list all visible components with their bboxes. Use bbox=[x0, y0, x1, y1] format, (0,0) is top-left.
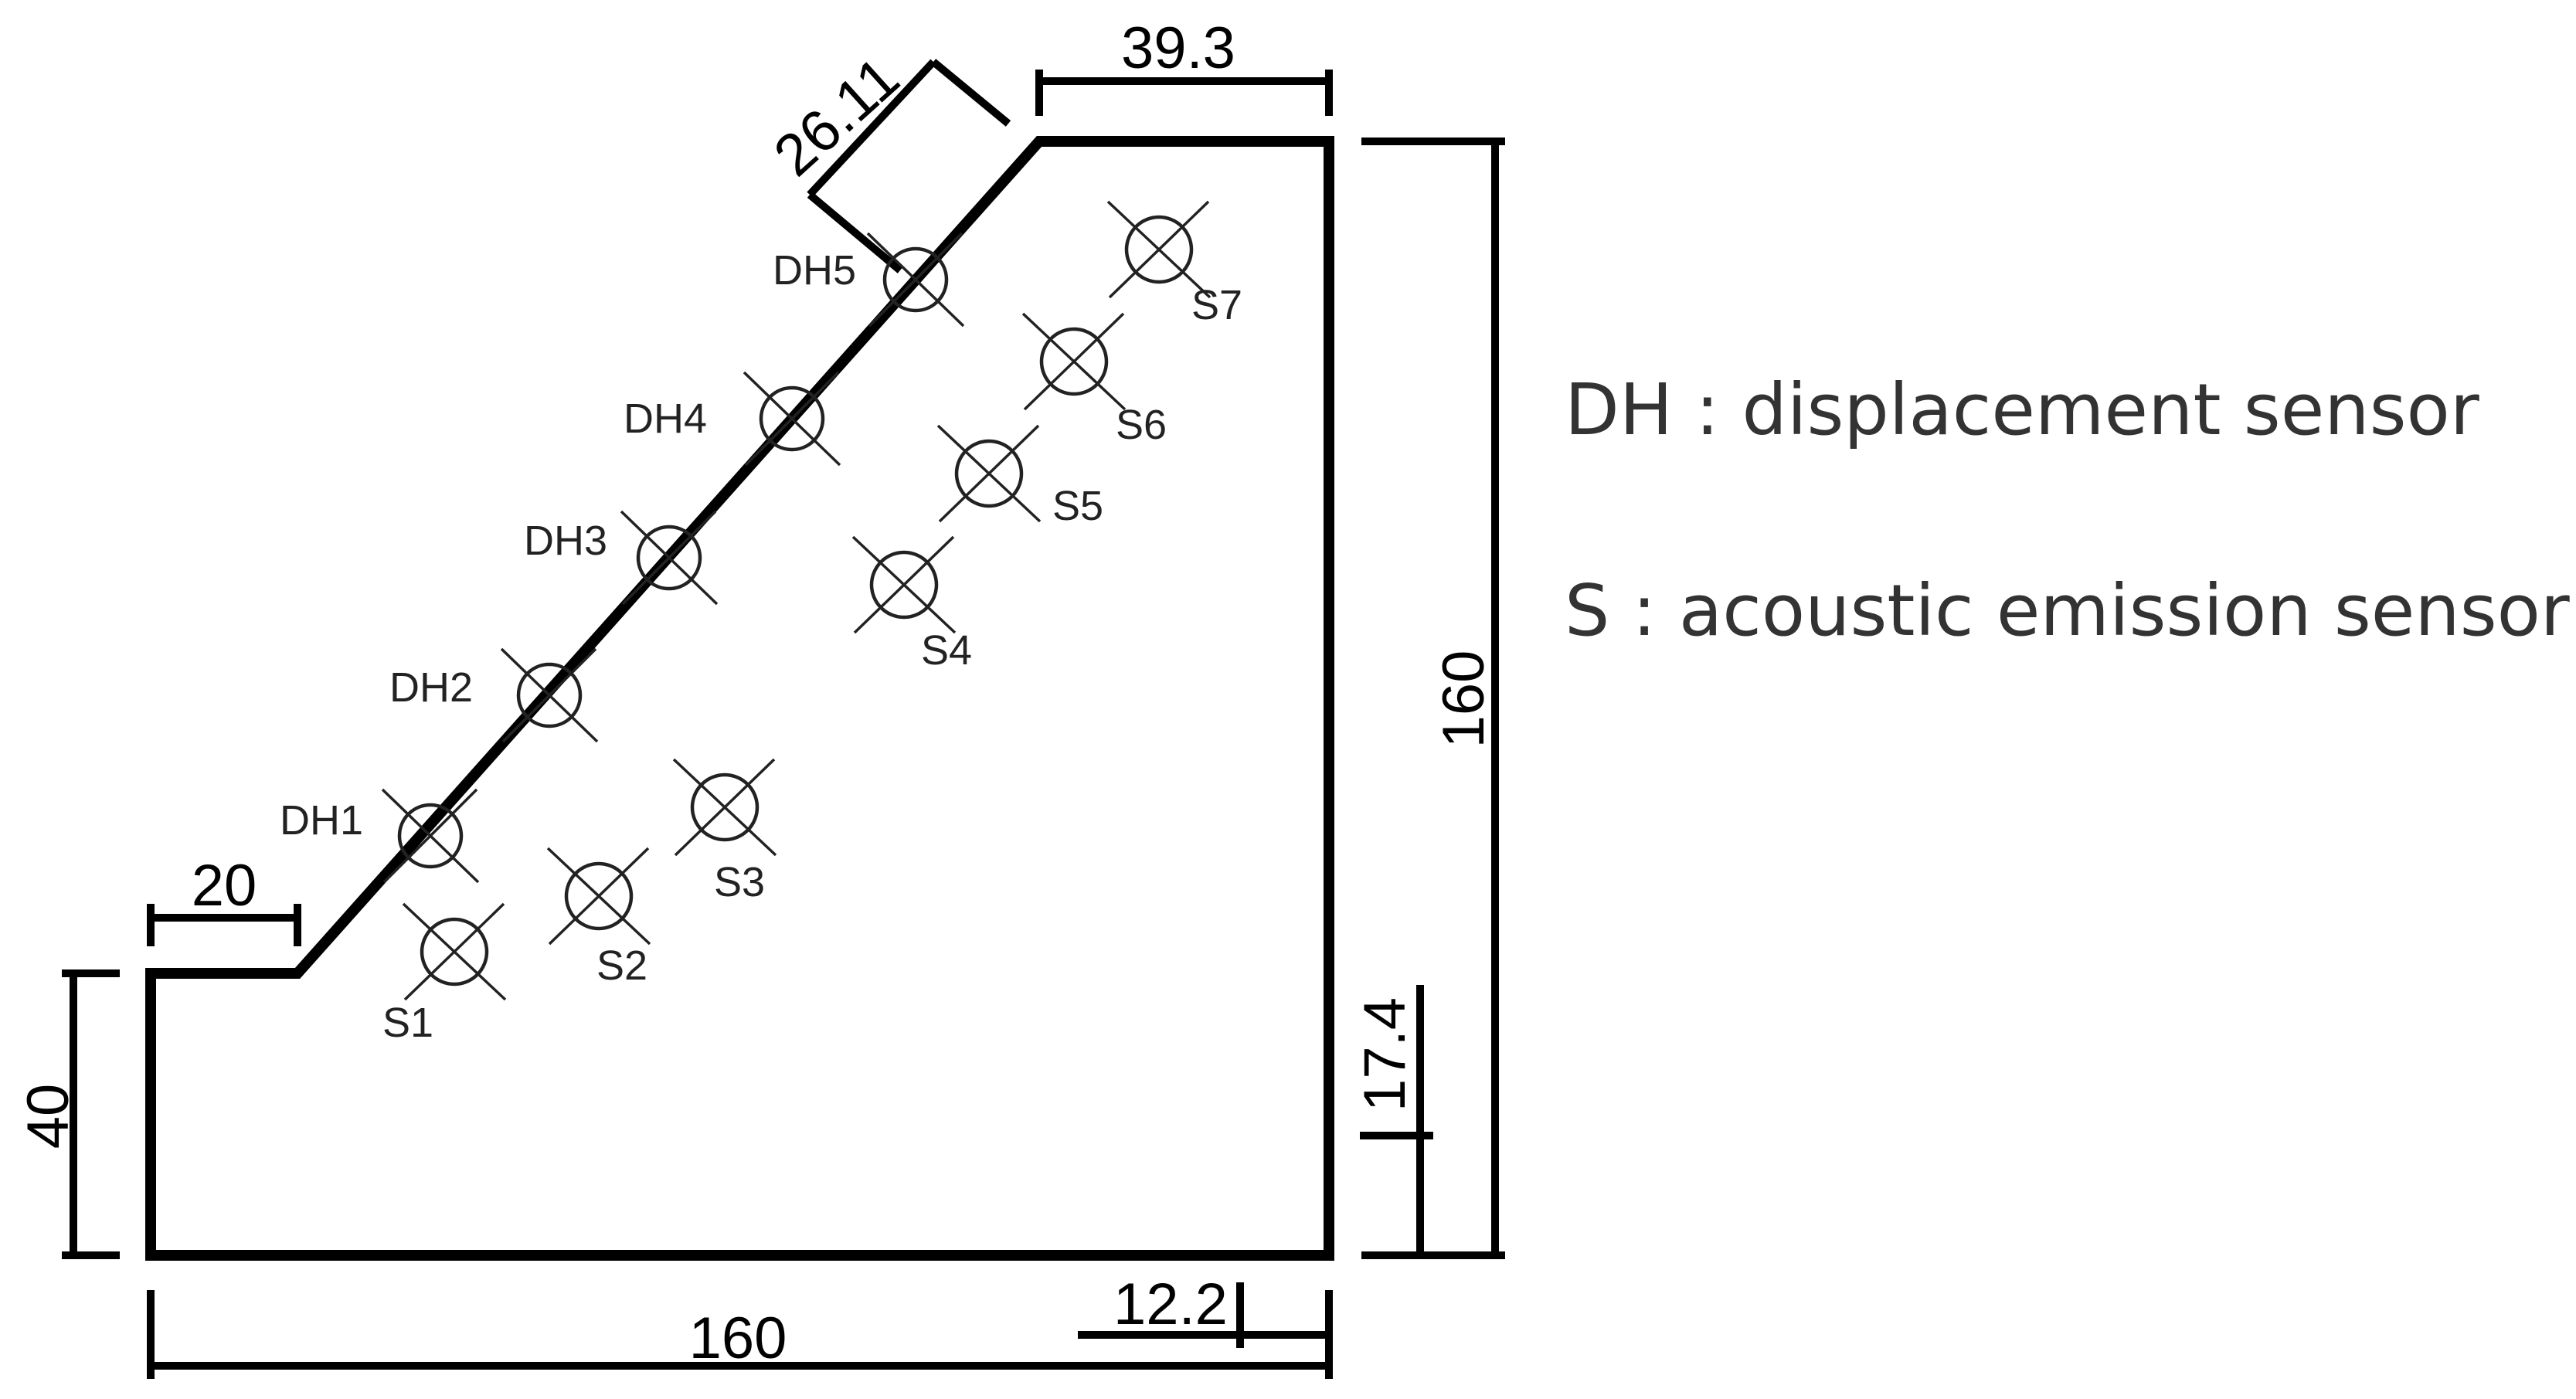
ae-sensor-s3 bbox=[672, 758, 777, 857]
dimension-label-top-width: 39.3 bbox=[1121, 15, 1235, 81]
sensor-label-dh1: DH1 bbox=[280, 797, 363, 844]
displacement-sensor-dh5 bbox=[866, 232, 965, 328]
sensor-label-s3: S3 bbox=[714, 859, 765, 905]
dimension-label-step-height: 40 bbox=[15, 1084, 81, 1149]
ae-sensor-s2 bbox=[546, 847, 651, 946]
sensor-label-s5: S5 bbox=[1052, 483, 1103, 529]
sensor-label-s4: S4 bbox=[921, 627, 972, 674]
sensor-label-dh4: DH4 bbox=[624, 396, 707, 442]
sensor-label-s2: S2 bbox=[596, 942, 647, 989]
model-outline bbox=[145, 136, 1334, 1261]
ae-sensor-s5 bbox=[936, 424, 1042, 523]
dimension-label-bottom-width: 160 bbox=[689, 1306, 787, 1371]
dimension-step-height: 40 bbox=[15, 969, 120, 1259]
dimension-bottom-right-offset: 12.2 bbox=[1078, 1272, 1329, 1348]
ae-sensor-s4 bbox=[851, 535, 957, 634]
dimension-right-lower-height: 17.4 bbox=[1352, 985, 1433, 1255]
dimension-label-right-lower-height: 17.4 bbox=[1352, 997, 1418, 1112]
dimension-label-total-height: 160 bbox=[1431, 650, 1497, 749]
dimension-total-height: 160 bbox=[1361, 138, 1505, 1259]
legend-displacement-sensor: DH : displacement sensor bbox=[1565, 368, 2479, 451]
dimension-top-width: 39.3 bbox=[1035, 15, 1333, 116]
displacement-sensor-dh3 bbox=[620, 510, 719, 606]
ae-sensor-s1 bbox=[402, 902, 507, 1001]
sensor-label-dh3: DH3 bbox=[524, 518, 607, 564]
sensor-label-s6: S6 bbox=[1116, 402, 1167, 448]
dimension-label-step-width: 20 bbox=[192, 853, 257, 919]
displacement-sensor-dh1 bbox=[381, 788, 480, 884]
dimension-label-bottom-right-offset: 12.2 bbox=[1113, 1272, 1228, 1337]
sensor-label-s7: S7 bbox=[1191, 282, 1242, 328]
sensor-label-dh5: DH5 bbox=[773, 247, 856, 294]
dimension-step-width: 20 bbox=[147, 853, 301, 946]
ae-sensor-s6 bbox=[1021, 312, 1127, 411]
ae-sensor-s7 bbox=[1106, 200, 1212, 299]
displacement-sensor-dh2 bbox=[500, 647, 599, 743]
dimension-slope-offset: 26.11 bbox=[762, 45, 1011, 273]
sensor-label-s1: S1 bbox=[382, 1000, 433, 1046]
legend-acoustic-emission-sensor: S : acoustic emission sensor bbox=[1565, 569, 2570, 652]
displacement-sensor-dh4 bbox=[743, 371, 841, 467]
sensor-label-dh2: DH2 bbox=[389, 664, 473, 711]
